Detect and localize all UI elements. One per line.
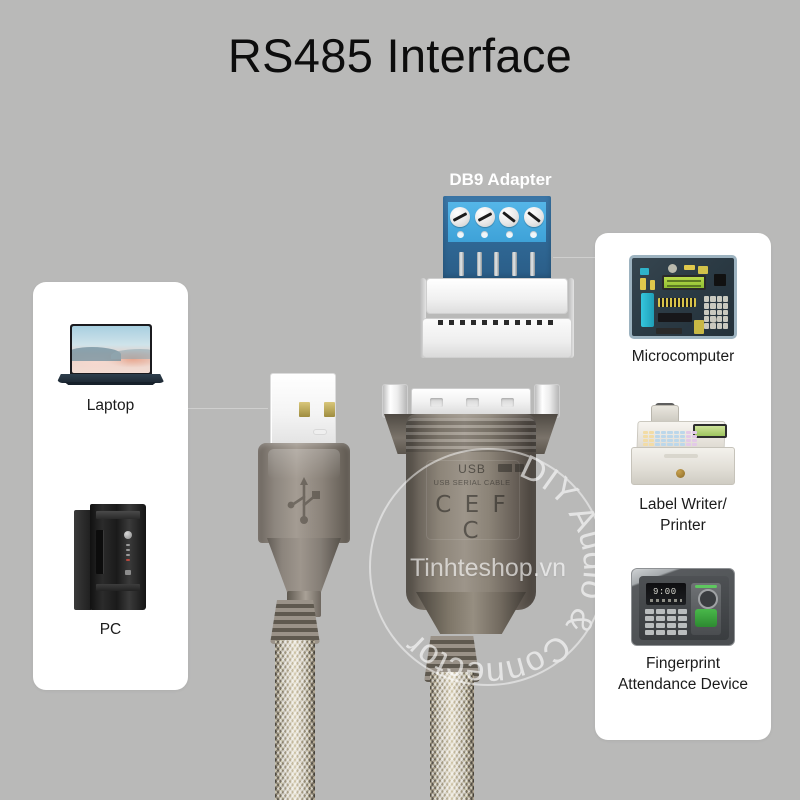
db9-braided-cable xyxy=(430,672,474,800)
page-title: RS485 Interface xyxy=(227,29,573,82)
leader-line-left xyxy=(186,408,268,409)
connector-usb-text: USB xyxy=(458,462,486,476)
desktop-tower-icon xyxy=(73,504,148,612)
usb-braided-cable xyxy=(275,640,315,800)
list-item-label-writer: Label Writer/ Printer xyxy=(595,401,771,536)
connector-model-text: USB SERIAL CABLE xyxy=(433,478,511,487)
pc-label: PC xyxy=(99,621,122,638)
db9-screw-post xyxy=(534,384,560,418)
db9-screw-post xyxy=(382,384,408,418)
usb-trident-icon xyxy=(287,477,320,524)
usb-a-connector xyxy=(258,373,350,643)
terminal-screw xyxy=(450,206,471,227)
list-item-microcomputer: Microcomputer xyxy=(595,255,771,367)
list-item-pc: PC xyxy=(33,504,188,640)
laptop-icon xyxy=(56,324,165,388)
cash-register-icon xyxy=(627,401,739,487)
fingerprint-label-line1: Fingerprint xyxy=(645,655,721,672)
list-item-laptop: Laptop xyxy=(33,324,188,416)
db9-connector-shell xyxy=(412,278,582,358)
fingerprint-display-time: 9:00 xyxy=(653,587,677,597)
terminal-screw xyxy=(523,206,544,227)
left-device-panel: Laptop PC xyxy=(33,282,188,690)
fingerprint-reader-icon: 9:00 xyxy=(631,568,735,646)
microcomputer-label: Microcomputer xyxy=(631,348,735,365)
microcontroller-board-icon xyxy=(629,255,737,339)
rs485-terminal-block xyxy=(443,196,551,280)
db9-serial-connector: USB USB SERIAL CABLE C E F C xyxy=(382,374,560,654)
terminal-screw xyxy=(499,206,520,227)
leader-line-right xyxy=(553,257,597,258)
db9-adapter-label: DB9 Adapter xyxy=(449,170,552,189)
terminal-screw xyxy=(474,206,495,227)
label-writer-label-line2: Printer xyxy=(660,517,706,534)
right-device-panel: Microcomputer Label Writer/ Printer xyxy=(595,233,771,740)
fingerprint-label-line2: Attendance Device xyxy=(617,676,749,693)
usb-cable-strain-relief xyxy=(270,600,320,644)
certification-marks: C E F C xyxy=(435,492,509,544)
label-writer-label-line1: Label Writer/ xyxy=(639,496,727,513)
list-item-fingerprint: 9:00 xyxy=(595,568,771,695)
laptop-label: Laptop xyxy=(86,397,135,414)
